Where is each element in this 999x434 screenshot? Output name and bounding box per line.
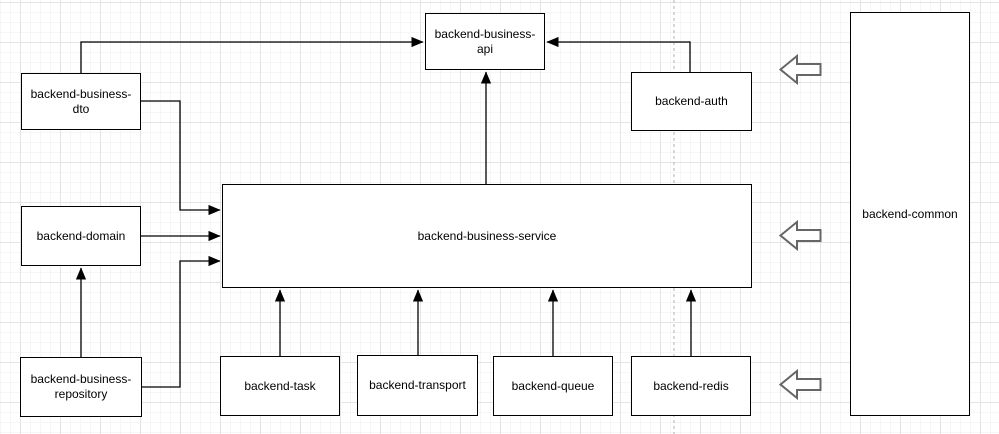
edge-repo-to-service	[142, 255, 221, 388]
node-backend-common[interactable]: backend-common	[850, 12, 970, 416]
block-arrow-bottom-left-icon[interactable]	[779, 369, 822, 400]
node-label: backend-auth	[655, 94, 728, 108]
node-backend-transport[interactable]: backend-transport	[357, 355, 478, 416]
node-label: backend-common	[862, 206, 958, 221]
node-label: backend-business-service	[417, 228, 557, 243]
node-label: backend-transport	[369, 378, 466, 392]
block-arrow-middle-left-icon[interactable]	[779, 220, 822, 251]
node-label: backend-task	[244, 378, 316, 393]
node-backend-auth[interactable]: backend-auth	[631, 72, 752, 131]
node-backend-business-service[interactable]: backend-business-service	[222, 184, 752, 288]
block-arrow-shape	[779, 54, 822, 85]
edge-auth-to-api	[546, 36, 691, 72]
node-backend-domain[interactable]: backend-domain	[21, 206, 141, 266]
node-label: backend-queue	[511, 378, 595, 393]
node-label: backend-business-repository	[30, 372, 132, 401]
node-backend-task[interactable]: backend-task	[220, 356, 340, 416]
node-backend-business-repository[interactable]: backend-business-repository	[20, 357, 142, 417]
block-arrow-shape	[779, 220, 822, 251]
node-label: backend-business-api	[434, 26, 536, 56]
node-backend-queue[interactable]: backend-queue	[493, 356, 613, 416]
edge-dto-to-service	[141, 100, 221, 216]
node-backend-business-dto[interactable]: backend-business-dto	[21, 73, 141, 130]
node-label: backend-business-dto	[30, 86, 132, 116]
block-arrow-top-left-icon[interactable]	[779, 54, 822, 85]
edge-dto-to-api	[80, 36, 424, 73]
node-label: backend-redis	[653, 378, 729, 393]
block-arrow-shape	[779, 369, 822, 400]
node-label: backend-domain	[36, 228, 126, 243]
node-backend-business-api[interactable]: backend-business-api	[425, 13, 545, 70]
node-backend-redis[interactable]: backend-redis	[631, 356, 751, 416]
